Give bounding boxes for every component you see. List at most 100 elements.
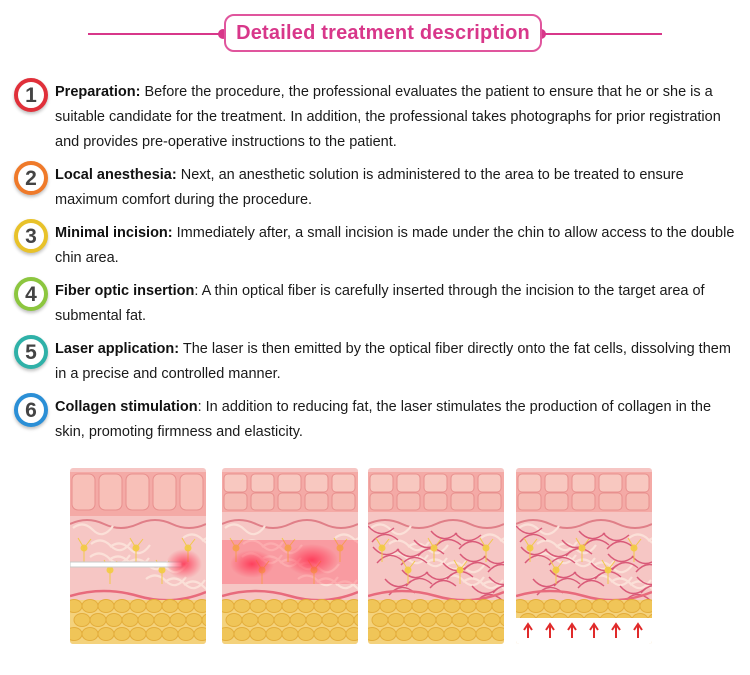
cell-branch: [549, 559, 564, 584]
fat-cell: [161, 599, 179, 613]
step-title: Local anesthesia:: [55, 167, 177, 183]
collagen-fiber: [536, 539, 578, 552]
page-title: Detailed treatment description: [236, 21, 530, 44]
header-line-left: [88, 33, 224, 35]
skin-cell: [250, 473, 275, 493]
skin-cell: [277, 492, 302, 511]
collagen-network-fiber: [548, 556, 576, 566]
collagen-fiber: [242, 539, 284, 552]
fat-cell: [201, 613, 206, 627]
fat-cell: [427, 627, 445, 641]
step-number-badge: 6: [14, 393, 48, 427]
fat-cell: [353, 613, 358, 627]
dermis-boundary: [368, 519, 504, 529]
collagen-network-fiber: [524, 554, 552, 564]
fat-cell: [81, 599, 99, 613]
fat-cell: [81, 627, 99, 641]
step-number-badge: 2: [14, 161, 48, 195]
collagen-fiber: [182, 533, 206, 544]
step-number-badge: 3: [14, 219, 48, 253]
collagen-network-fiber: [519, 533, 547, 543]
fat-cell: [193, 627, 206, 641]
collagen-network-fiber: [577, 579, 605, 589]
cell-branch: [427, 537, 442, 562]
fat-cell: [321, 613, 339, 627]
cell-branch: [523, 537, 538, 562]
fat-cell: [475, 599, 493, 613]
step-description: Minimal incision: Immediately after, a s…: [55, 221, 738, 271]
collagen-network-fiber: [430, 530, 458, 540]
skin-cell: [98, 473, 123, 511]
fat-cell: [105, 613, 123, 627]
laser-glow: [166, 549, 202, 579]
step-number: 5: [25, 340, 37, 364]
skin-cell: [598, 492, 623, 511]
cell-branch: [453, 559, 468, 584]
skin-cell: [304, 473, 329, 493]
laser-glow: [286, 544, 338, 576]
step-item: 5 Laser application: The laser is then e…: [14, 335, 738, 387]
collagen-fiber: [224, 523, 266, 536]
fat-cell: [233, 599, 251, 613]
fat-cell: [185, 613, 203, 627]
fat-cell: [337, 613, 355, 627]
collagen-fiber: [388, 539, 430, 552]
collagen-network-fiber: [376, 554, 404, 564]
skin-cell: [152, 473, 177, 511]
collagen-network-fiber: [640, 585, 652, 594]
skin-cell: [477, 473, 502, 493]
lift-area: [516, 618, 652, 644]
step-description: Fiber optic insertion: A thin optical fi…: [55, 279, 738, 329]
skin-cell: [571, 492, 596, 511]
fat-cell: [193, 599, 206, 613]
fat-cell: [265, 599, 283, 613]
step-text: Immediately after, a small incision is m…: [55, 225, 735, 266]
skin-cell: [223, 492, 248, 511]
collagen-fiber: [109, 542, 151, 555]
fat-cell: [591, 599, 609, 613]
skin-illustration: [516, 468, 652, 644]
laser-glow: [230, 550, 274, 578]
step-text: Next, an anesthetic solution is administ…: [55, 167, 684, 208]
collagen-network-fiber: [488, 576, 504, 586]
fat-cell: [639, 599, 652, 613]
fat-cell: [233, 627, 251, 641]
blood-vessel: [70, 589, 206, 602]
collagen-network-fiber: [368, 525, 395, 535]
cell-branch: [627, 537, 642, 562]
step-number: 2: [25, 166, 37, 190]
fat-cell: [607, 599, 625, 613]
step-text: Before the procedure, the professional e…: [55, 84, 721, 150]
fat-cell: [222, 627, 235, 641]
blood-vessel: [368, 589, 504, 602]
skin-cell: [625, 473, 650, 493]
skin-cell: [369, 473, 394, 493]
section-header: Detailed treatment description: [0, 12, 750, 56]
fat-cell: [169, 613, 187, 627]
collagen-network-fiber: [434, 538, 462, 548]
cell-branch: [77, 537, 92, 562]
fat-cell: [129, 599, 147, 613]
fat-cell: [559, 599, 577, 613]
collagen-network-fiber: [401, 569, 429, 579]
fat-cell: [249, 599, 267, 613]
fat-cell: [177, 627, 195, 641]
fat-cell: [113, 627, 131, 641]
arrow-up-icon: [633, 622, 643, 638]
collagen-network-fiber: [607, 553, 635, 563]
skin-illustration: [222, 468, 358, 644]
collagen-network-fiber: [582, 538, 610, 548]
header-line-right: [540, 33, 662, 35]
collagen-network-fiber: [459, 553, 487, 563]
fat-cell: [297, 599, 315, 613]
skin-cell: [423, 473, 448, 493]
dermis-boundary: [70, 519, 206, 529]
fat-cell: [89, 613, 107, 627]
collagen-fiber: [316, 577, 358, 590]
fat-cell: [289, 613, 307, 627]
cell-branch: [401, 559, 416, 584]
step-number-badge: 5: [14, 335, 48, 369]
blood-vessel: [222, 589, 358, 602]
step-item: 1 Preparation: Before the procedure, the…: [14, 78, 738, 155]
fat-cell: [161, 627, 179, 641]
